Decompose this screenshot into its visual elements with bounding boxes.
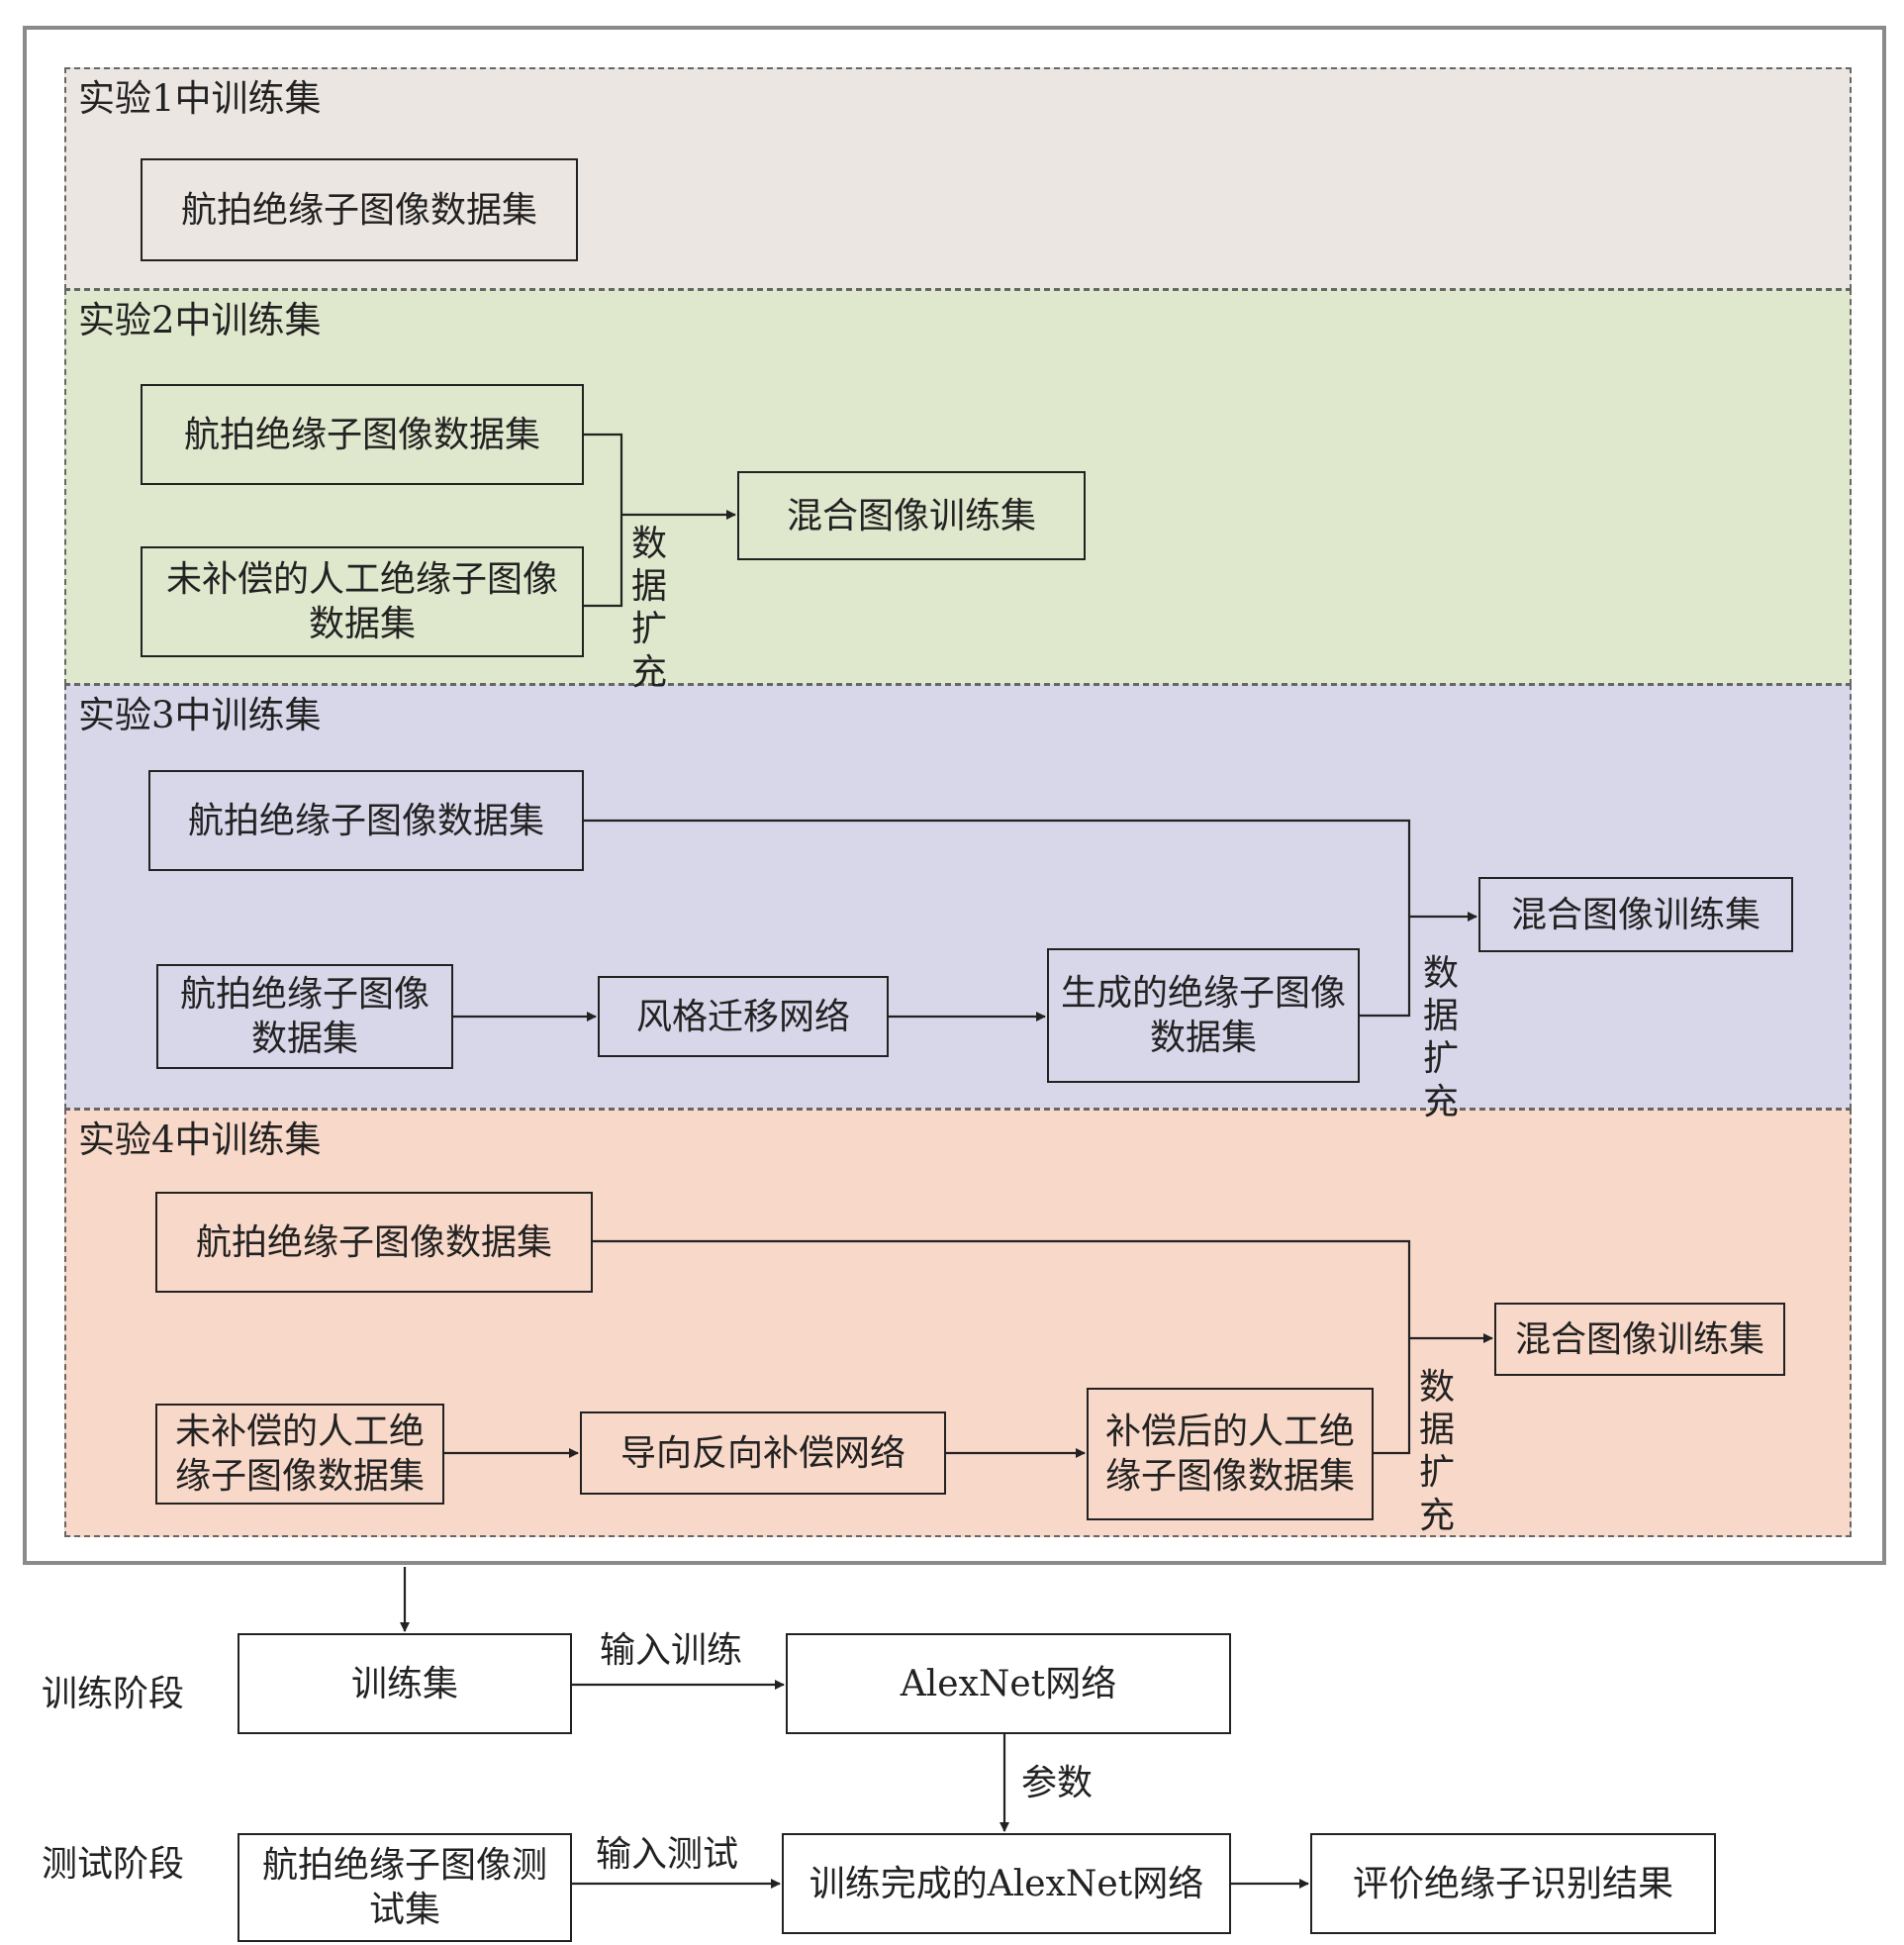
exp3-generated-dataset-box: 生成的绝缘子图像数据集: [1047, 948, 1360, 1083]
experiment-2-title: 实验2中训练集: [78, 299, 322, 341]
exp3-connector-b: [1360, 917, 1411, 1018]
exp3-augment-label: 数据扩充: [1423, 953, 1460, 1122]
exp4-connector-a: [593, 1239, 1411, 1338]
exp3-aerial-dataset-box: 航拍绝缘子图像数据集: [148, 770, 584, 871]
exp3-style-transfer-network-box: 风格迁移网络: [598, 976, 889, 1057]
exp2-augment-label: 数据扩充: [631, 524, 668, 693]
exp2-mixed-training-set-box: 混合图像训练集: [737, 471, 1086, 560]
exp2-uncompensated-dataset-box: 未补偿的人工绝缘子图像数据集: [141, 546, 584, 657]
test-set-box: 航拍绝缘子图像测试集: [238, 1833, 572, 1942]
exp4-augment-label: 数据扩充: [1419, 1367, 1456, 1536]
alexnet-box: AlexNet网络: [786, 1633, 1231, 1734]
parameters-label: 参数: [1021, 1763, 1094, 1803]
experiment-1-title: 实验1中训练集: [78, 77, 322, 120]
evaluation-result-box: 评价绝缘子识别结果: [1310, 1833, 1716, 1934]
exp2-connector-b: [584, 515, 623, 608]
exp3-connector-a: [584, 819, 1411, 917]
exp2-connector-a: [584, 433, 623, 515]
exp4-aerial-dataset-box: 航拍绝缘子图像数据集: [155, 1192, 593, 1293]
testing-stage-label: 测试阶段: [42, 1844, 185, 1885]
exp2-aerial-dataset-box: 航拍绝缘子图像数据集: [141, 384, 584, 485]
exp4-mixed-training-set-box: 混合图像训练集: [1494, 1303, 1785, 1376]
input-training-label: 输入训练: [600, 1630, 743, 1671]
exp3-mixed-training-set-box: 混合图像训练集: [1478, 877, 1793, 952]
exp4-compensated-dataset-box: 补偿后的人工绝缘子图像数据集: [1087, 1388, 1374, 1520]
exp1-aerial-dataset-box: 航拍绝缘子图像数据集: [141, 158, 578, 261]
exp3-aerial-dataset-box-2: 航拍绝缘子图像数据集: [156, 964, 453, 1069]
exp4-uncompensated-dataset-box: 未补偿的人工绝缘子图像数据集: [155, 1404, 444, 1505]
training-set-box: 训练集: [238, 1633, 572, 1734]
exp4-compensation-network-box: 导向反向补偿网络: [580, 1411, 946, 1495]
training-stage-label: 训练阶段: [42, 1674, 185, 1714]
experiment-3-title: 实验3中训练集: [78, 694, 322, 736]
experiment-4-panel: 实验4中训练集: [64, 1109, 1852, 1537]
input-testing-label: 输入测试: [596, 1834, 739, 1875]
training-set-frame: [23, 26, 1886, 1565]
experiment-3-panel: 实验3中训练集: [64, 684, 1852, 1110]
trained-alexnet-box: 训练完成的AlexNet网络: [782, 1833, 1231, 1934]
experiment-4-title: 实验4中训练集: [78, 1118, 322, 1161]
exp4-connector-b: [1374, 1338, 1411, 1455]
